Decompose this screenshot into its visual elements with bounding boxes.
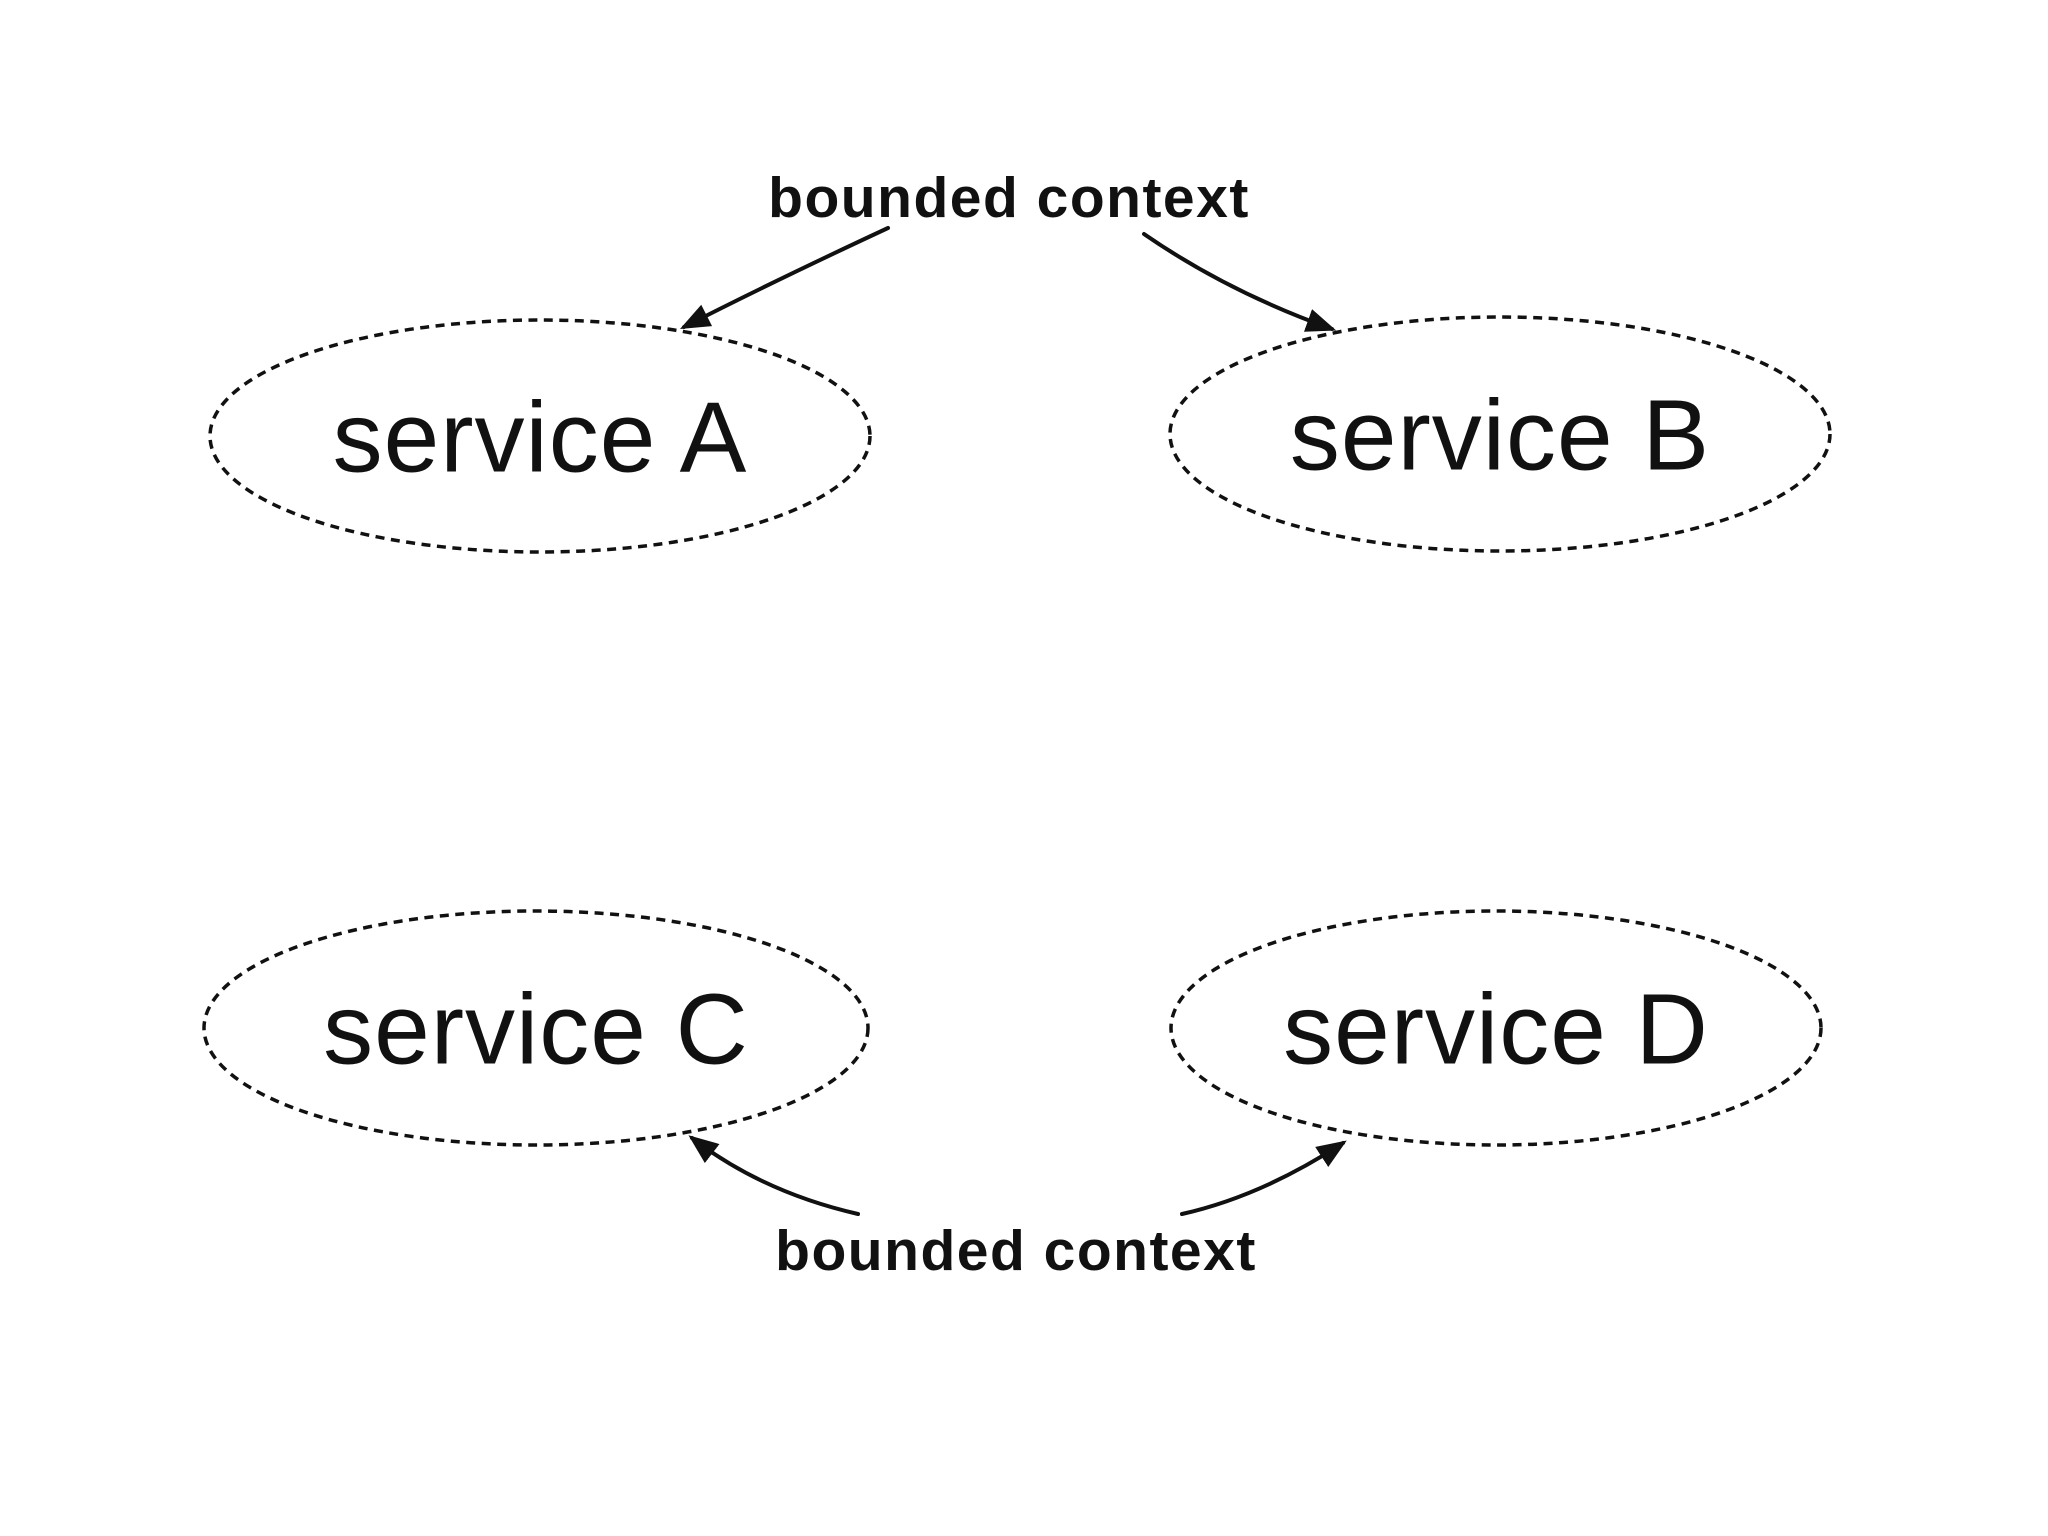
service-b-label: service B (1289, 379, 1711, 492)
arrow-to-service-b (1142, 232, 1337, 332)
service-c-label: service C (323, 973, 749, 1086)
arrow-to-service-d (1180, 1140, 1347, 1216)
service-d-ellipse (1169, 909, 1823, 1147)
service-a-label: service A (332, 381, 748, 494)
service-c-ellipse (202, 909, 870, 1147)
service-a-ellipse (208, 318, 872, 554)
bounded-context-label-top: bounded context (768, 166, 1250, 230)
arrow-to-service-a (679, 226, 890, 330)
service-d-label: service D (1283, 973, 1709, 1086)
arrow-to-service-c (688, 1135, 860, 1216)
bounded-context-label-bottom: bounded context (775, 1219, 1257, 1283)
service-b-ellipse (1168, 315, 1832, 553)
